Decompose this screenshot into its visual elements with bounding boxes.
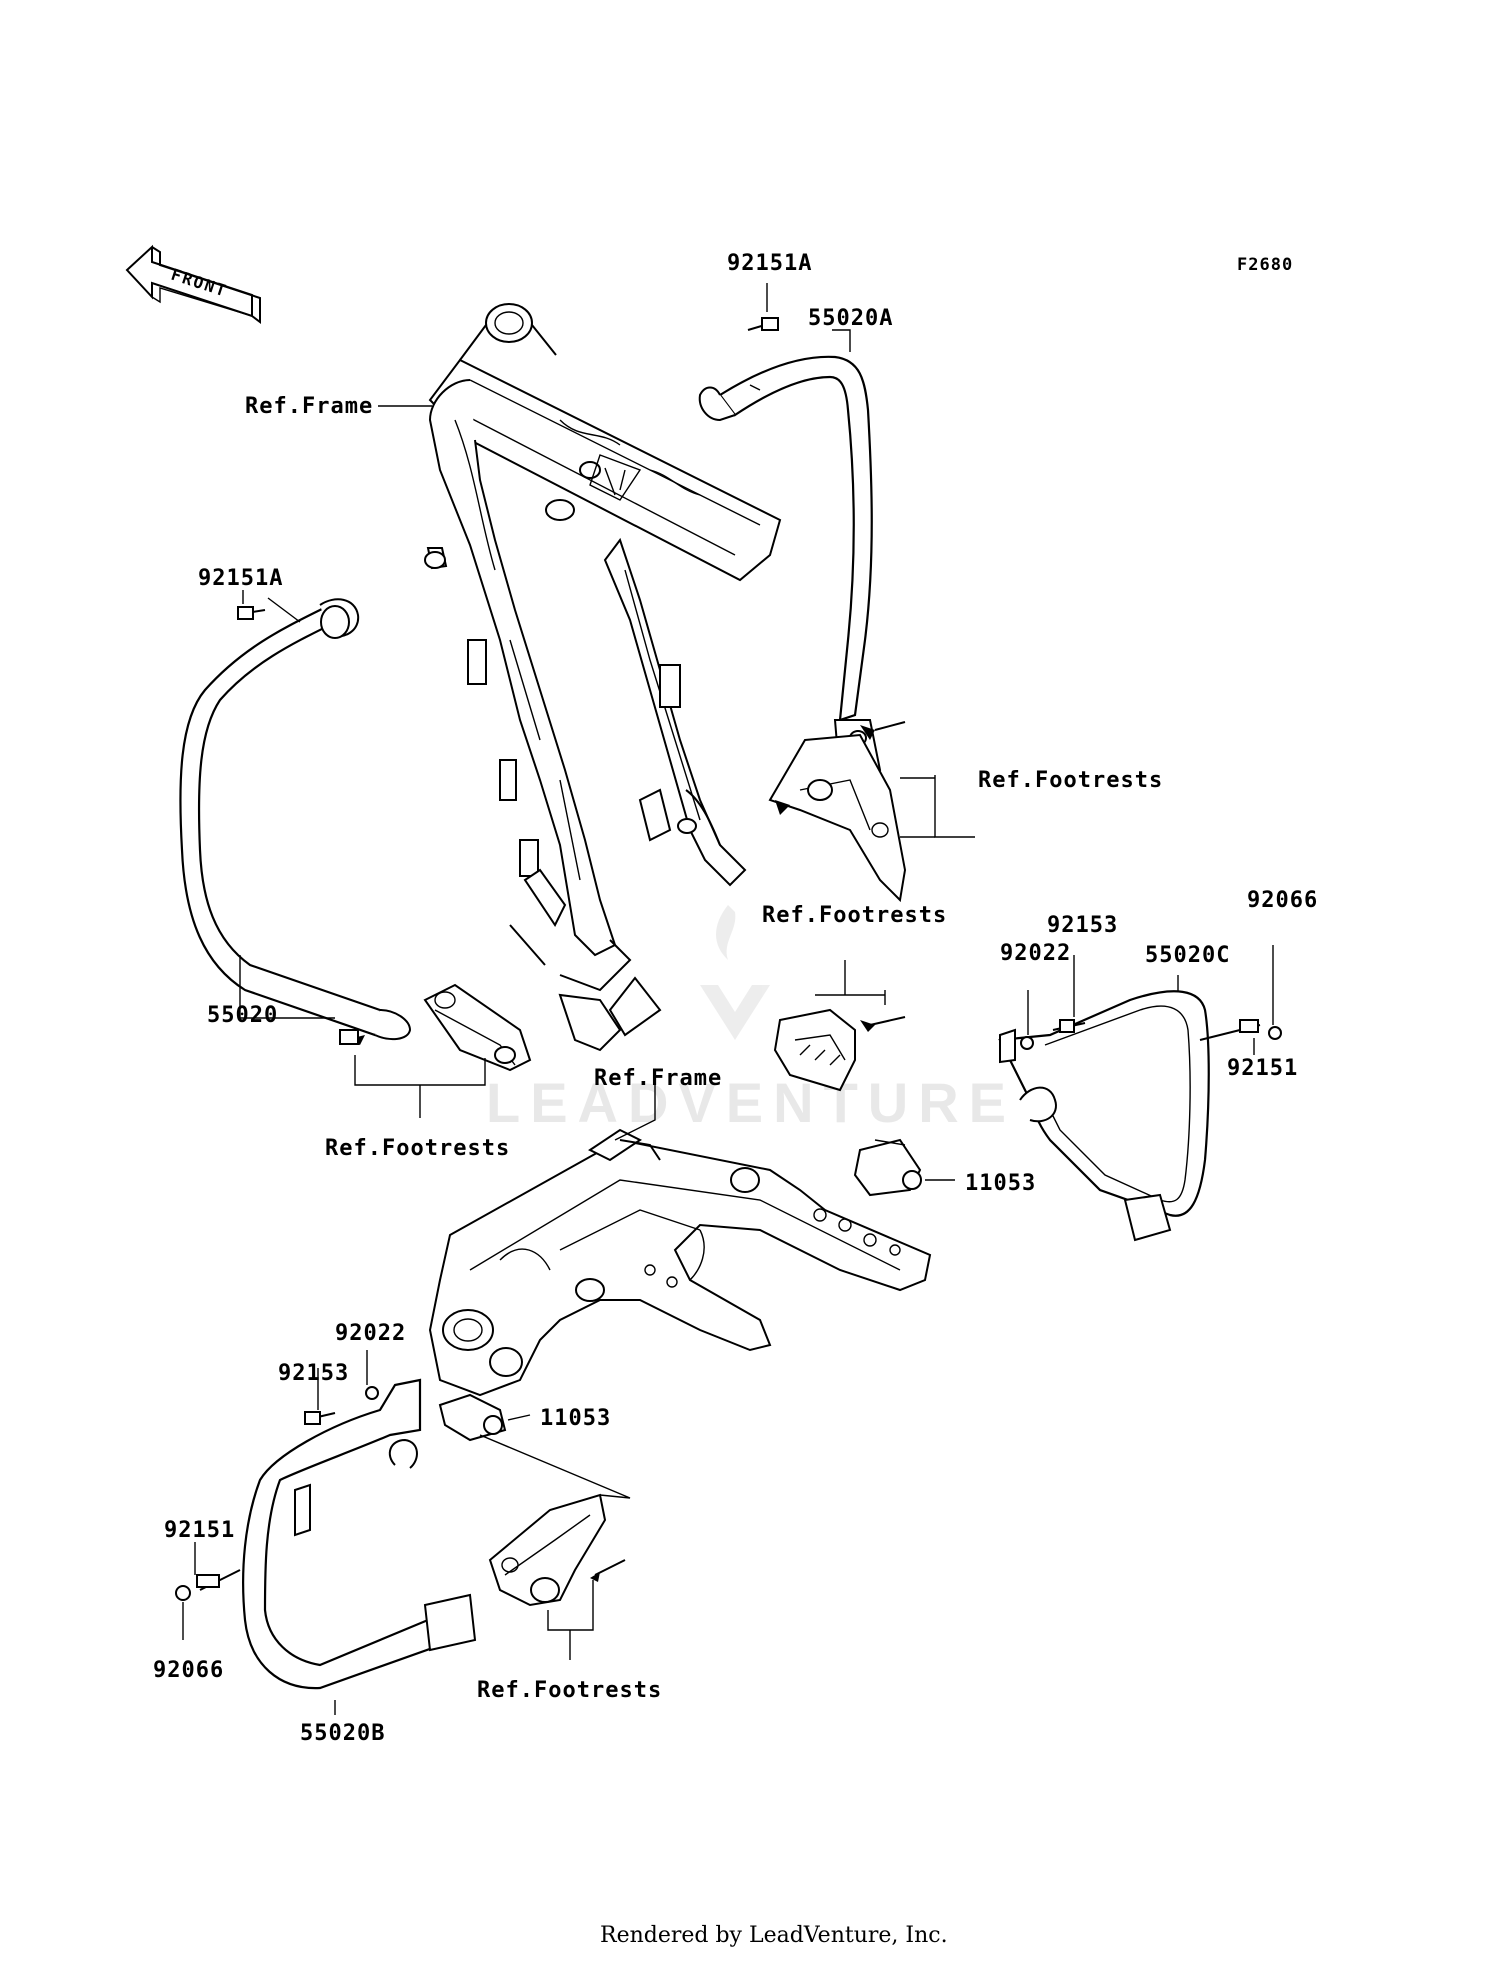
callout-11053-left: 11053: [540, 1406, 611, 1431]
bolt-92151a-left-icon: [237, 606, 266, 620]
callout-ref-footrests-right: Ref.Footrests: [978, 768, 1163, 793]
diagram-code: F2680: [1237, 255, 1293, 275]
callout-ref-footrests-bottom: Ref.Footrests: [477, 1678, 662, 1703]
watermark: LEADVENTURE: [486, 905, 1016, 1134]
footrest-bracket-bottom: [488, 1493, 626, 1607]
callout-92022-right: 92022: [1000, 941, 1071, 966]
bolt-92151-right-icon: [1199, 1019, 1261, 1041]
mount-bracket-11053-right: [853, 1138, 922, 1197]
callout-92151-right: 92151: [1227, 1056, 1298, 1081]
footer-credit: Rendered by LeadVenture, Inc.: [600, 1923, 948, 1948]
footrest-bracket-left: [339, 983, 532, 1072]
callout-55020a: 55020A: [808, 306, 893, 331]
bolt-92151-left-icon: [196, 1569, 241, 1591]
callout-92153-right: 92153: [1047, 913, 1118, 938]
washer-92022-left-icon: [365, 1386, 379, 1400]
callout-11053-right: 11053: [965, 1171, 1036, 1196]
engine-guard-55020c: [998, 990, 1210, 1242]
callout-55020b: 55020B: [300, 1721, 385, 1746]
leader-lines: [182, 283, 1274, 1715]
footrest-bracket-mid: [773, 1008, 906, 1092]
callout-92066-right: 92066: [1247, 888, 1318, 913]
callout-92153-left: 92153: [278, 1361, 349, 1386]
callout-ref-footrests-left: Ref.Footrests: [325, 1136, 510, 1161]
engine-guard-55020b: [242, 1378, 477, 1690]
callout-ref-frame-mid: Ref.Frame: [594, 1066, 722, 1091]
footrest-bracket-right: [768, 721, 907, 903]
nut-92066-right-icon: [1268, 1026, 1282, 1040]
bolt-92153-right-icon: [1052, 1019, 1086, 1033]
callout-55020: 55020: [207, 1003, 278, 1028]
callout-92151-left: 92151: [164, 1518, 235, 1543]
callout-92151a-top: 92151A: [727, 251, 812, 276]
callout-ref-frame-top: Ref.Frame: [245, 394, 373, 419]
callout-ref-footrests-mid: Ref.Footrests: [762, 903, 947, 928]
engine-guard-55020: [179, 598, 412, 1041]
watermark-text: LEADVENTURE: [486, 1071, 1016, 1134]
callout-55020c: 55020C: [1145, 943, 1230, 968]
upper-frame-illustration: [424, 303, 782, 1052]
callout-92022-left: 92022: [335, 1321, 406, 1346]
callout-92151a-left: 92151A: [198, 566, 283, 591]
nut-92066-left-icon: [175, 1585, 191, 1601]
mount-bracket-11053-left: [438, 1393, 507, 1442]
bolt-92151a-top-icon: [747, 317, 779, 331]
bolt-92153-left-icon: [304, 1411, 336, 1425]
callout-92066-left: 92066: [153, 1658, 224, 1683]
lower-frame-illustration: [428, 1128, 932, 1397]
front-arrow-icon: FRONT: [125, 244, 261, 324]
washer-92022-right-icon: [1020, 1036, 1034, 1050]
